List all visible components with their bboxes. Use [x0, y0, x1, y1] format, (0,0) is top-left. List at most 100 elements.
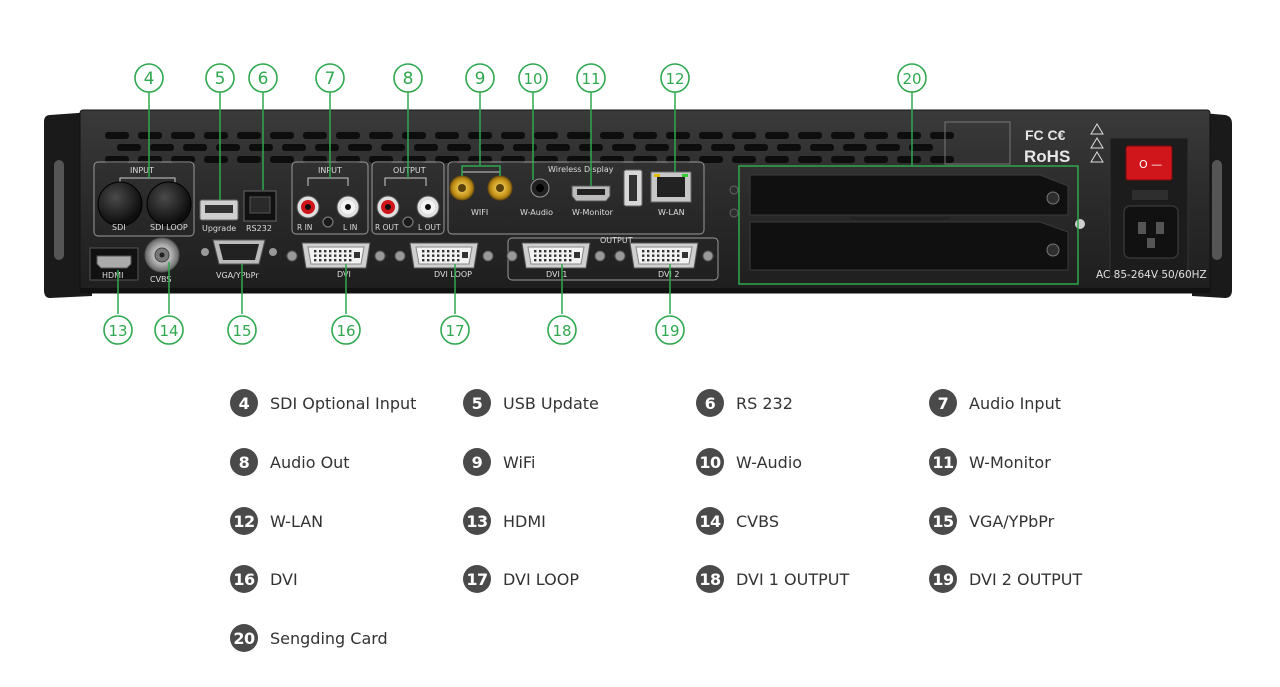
- vent-slot: [612, 144, 636, 151]
- label-w-monitor: W-Monitor: [572, 208, 614, 217]
- w-lan-port[interactable]: [650, 171, 692, 203]
- label-sdi-loop: SDI LOOP: [150, 223, 188, 232]
- vent-slot: [204, 132, 228, 139]
- label-dvi-loop: DVI LOOP: [434, 270, 472, 279]
- dvi-output-2-port[interactable]: [614, 242, 714, 269]
- sdi-port[interactable]: [97, 181, 143, 227]
- vent-slot: [303, 132, 327, 139]
- power-socket: [1123, 205, 1179, 259]
- callout-number: 6: [258, 69, 269, 89]
- certification-area: FC C€ RoHS: [944, 121, 1104, 166]
- vent-slot: [546, 144, 570, 151]
- wifi-antenna-port-1[interactable]: [449, 175, 475, 201]
- audio-output-l-port[interactable]: [416, 195, 440, 219]
- w-audio-port[interactable]: [530, 178, 550, 198]
- vent-slot: [864, 132, 888, 139]
- dvi-input-port[interactable]: [286, 242, 386, 269]
- w-usb-port[interactable]: [623, 169, 643, 207]
- usb-upgrade-port[interactable]: [199, 199, 239, 221]
- sdi-loop-port[interactable]: [146, 181, 192, 227]
- audio-input-r-port[interactable]: [296, 195, 320, 219]
- vent-slot: [765, 132, 789, 139]
- label-dvi: DVI: [337, 270, 351, 279]
- ventilation-slots: [105, 132, 954, 163]
- vent-slot: [183, 144, 207, 151]
- vent-slot: [369, 132, 393, 139]
- vent-slot: [501, 132, 525, 139]
- callout-20: 20: [897, 63, 927, 93]
- label-sdi: SDI: [112, 223, 126, 232]
- vent-slot: [876, 144, 900, 151]
- vent-slot: [666, 156, 690, 163]
- callout-6: 6: [248, 63, 278, 93]
- vent-slot: [645, 144, 669, 151]
- label-w-audio: W-Audio: [520, 208, 553, 217]
- vent-slot: [567, 156, 591, 163]
- vent-slot: [666, 132, 690, 139]
- power-label: AC 85-264V 50/60HZ: [1096, 269, 1207, 281]
- callout-10: 10: [518, 63, 548, 93]
- vent-slot: [117, 144, 141, 151]
- rs232-port[interactable]: [243, 190, 277, 222]
- vent-slot: [336, 156, 360, 163]
- callout-16: 16: [331, 315, 361, 345]
- label-upgrade: Upgrade: [202, 224, 236, 233]
- callout-number: 18: [552, 322, 571, 340]
- vent-slot: [171, 132, 195, 139]
- callout-18: 18: [547, 315, 577, 345]
- vent-slot: [237, 132, 261, 139]
- vent-slot: [600, 132, 624, 139]
- callout-9: 9: [465, 63, 495, 93]
- dvi-loop-port[interactable]: [394, 242, 494, 269]
- vent-slot: [336, 132, 360, 139]
- callout-13: 13: [103, 315, 133, 345]
- callout-5: 5: [205, 63, 235, 93]
- section-label-audio-output: OUTPUT: [393, 166, 426, 175]
- audio-output-r-port[interactable]: [376, 195, 400, 219]
- audio-input-l-port[interactable]: [336, 195, 360, 219]
- vent-slot: [600, 156, 624, 163]
- callout-leaders: [117, 92, 1079, 314]
- vent-slot: [414, 144, 438, 151]
- vent-slot: [711, 144, 735, 151]
- callout-number: 8: [403, 69, 414, 89]
- power-switch[interactable]: [1125, 145, 1173, 181]
- callout-number: 12: [665, 70, 684, 88]
- vent-slot: [402, 132, 426, 139]
- vent-slot: [930, 132, 954, 139]
- vent-slot: [798, 156, 822, 163]
- vent-slot: [909, 144, 933, 151]
- warning-icon: [1090, 123, 1104, 163]
- vent-slot: [744, 144, 768, 151]
- label-l-in: L IN: [343, 223, 357, 232]
- vent-slot: [303, 156, 327, 163]
- vent-slot: [282, 144, 306, 151]
- w-monitor-port[interactable]: [571, 185, 611, 202]
- cvbs-port[interactable]: [144, 237, 180, 273]
- callout-number: 16: [336, 322, 355, 340]
- callout-number: 9: [475, 69, 486, 89]
- hdmi-port[interactable]: [89, 247, 139, 281]
- vent-slot: [501, 156, 525, 163]
- vent-slot: [138, 156, 162, 163]
- power-module: O — AC 85-264V 50/60HZ: [1096, 137, 1207, 281]
- vent-slot: [237, 156, 261, 163]
- wifi-antenna-port-2[interactable]: [487, 175, 513, 201]
- vent-slot: [270, 156, 294, 163]
- vga-ypbpr-port[interactable]: [201, 239, 277, 265]
- vent-slot: [150, 144, 174, 151]
- callout-number: 14: [159, 322, 178, 340]
- dvi-output-1-port[interactable]: [506, 242, 606, 269]
- label-wifi: WIFI: [471, 208, 488, 217]
- vent-slot: [732, 132, 756, 139]
- label-w-lan: W-LAN: [658, 208, 685, 217]
- callout-number: 15: [232, 322, 251, 340]
- vent-slot: [633, 132, 657, 139]
- vent-slot: [678, 144, 702, 151]
- vent-slot: [435, 132, 459, 139]
- vent-slot: [897, 156, 921, 163]
- vent-slot: [534, 132, 558, 139]
- label-dvi2: DVI 2: [658, 270, 679, 279]
